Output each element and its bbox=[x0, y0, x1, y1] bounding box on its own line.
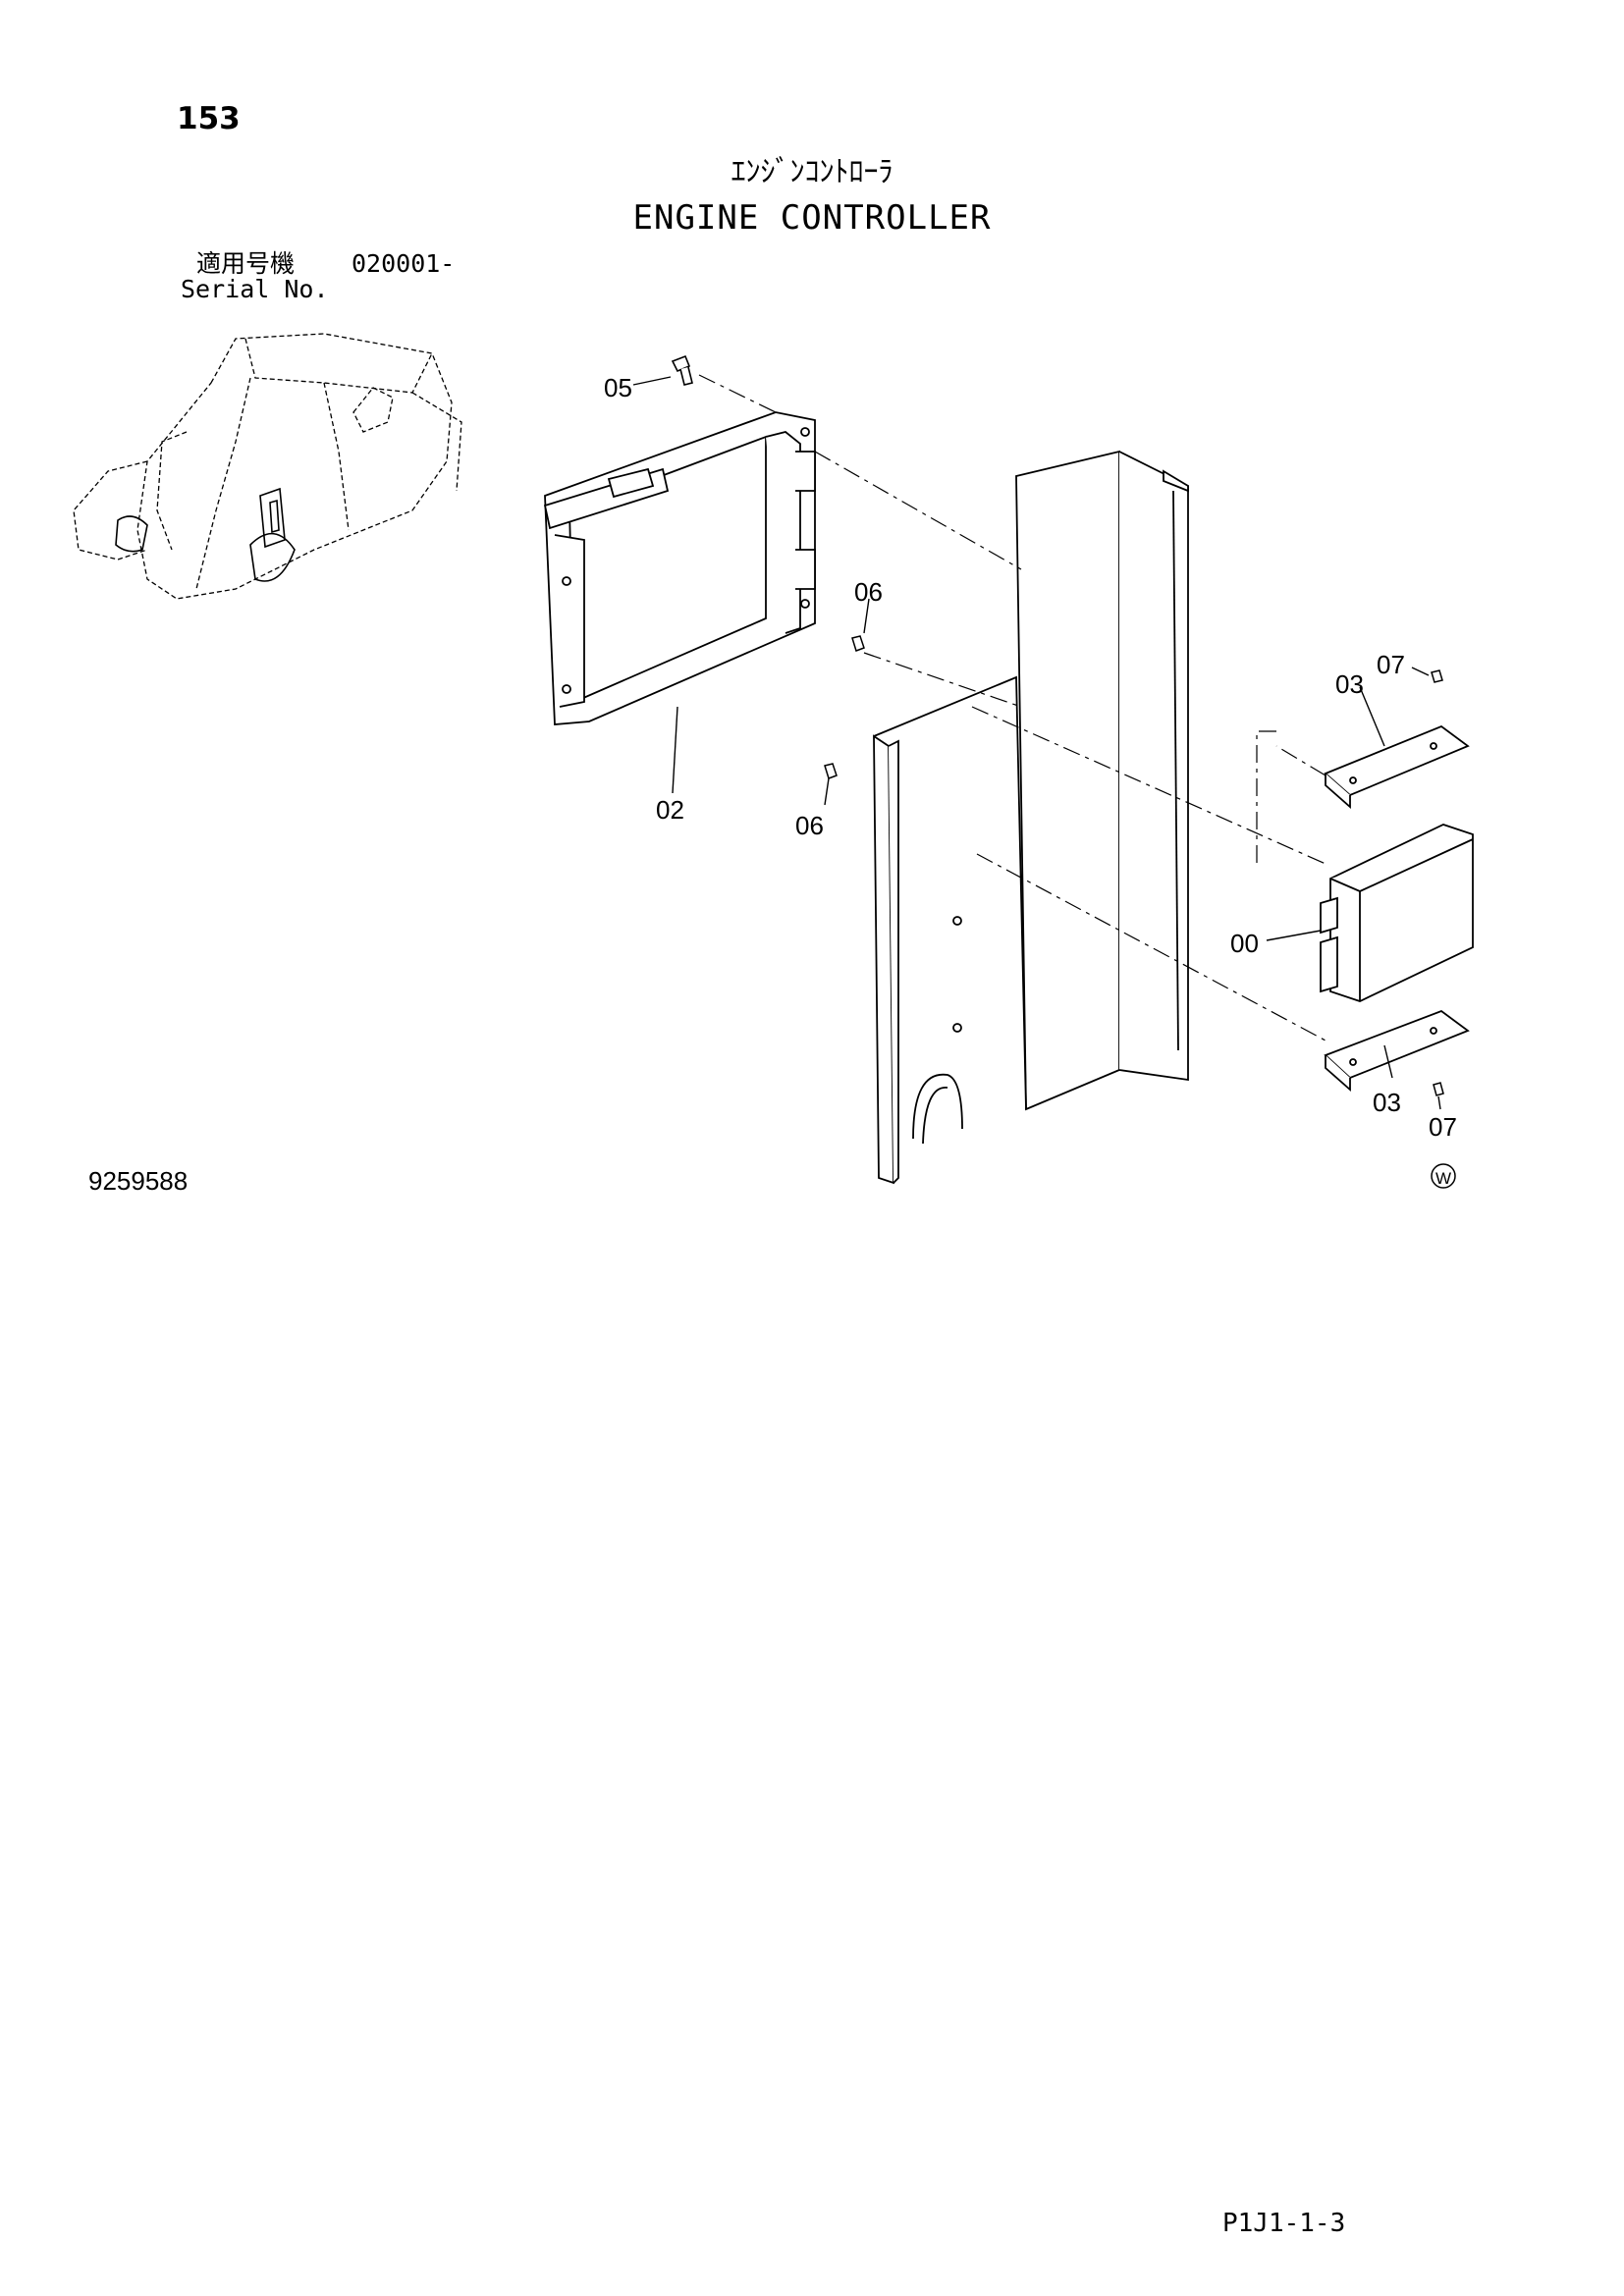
circled-w-icon: W bbox=[1431, 1163, 1456, 1189]
callout-02: 02 bbox=[656, 795, 684, 825]
bolt-icon bbox=[671, 354, 693, 386]
callout-07-top: 07 bbox=[1377, 650, 1405, 679]
callout-05: 05 bbox=[604, 373, 632, 402]
callout-00: 00 bbox=[1230, 929, 1259, 958]
screw-icon bbox=[824, 635, 1444, 1096]
page-code: P1J1-1-3 bbox=[1222, 2209, 1346, 2238]
controller-bracket-bottom bbox=[1324, 1009, 1470, 1092]
serial-range: 020001- bbox=[352, 249, 456, 278]
serial-label: Serial No. bbox=[181, 275, 329, 303]
callout-03-bottom: 03 bbox=[1373, 1088, 1401, 1117]
page-number: 153 bbox=[177, 101, 241, 136]
controller-bracket-top bbox=[1324, 724, 1470, 809]
svg-text:W: W bbox=[1435, 1169, 1451, 1188]
machine-overview-detail bbox=[115, 487, 296, 582]
callout-06-bottom: 06 bbox=[795, 811, 824, 840]
page-title-japanese: ｴﾝｼﾞﾝｺﾝﾄﾛｰﾗ bbox=[731, 155, 893, 189]
callout-06-top: 06 bbox=[854, 577, 883, 607]
serial-label-japanese: 適用号機 bbox=[196, 249, 296, 278]
mounting-plate bbox=[873, 450, 1189, 1185]
engine-controller-unit bbox=[1320, 824, 1474, 1002]
drawing-number: 9259588 bbox=[88, 1166, 189, 1196]
callout-03-top: 03 bbox=[1335, 669, 1364, 699]
callout-07-bottom: 07 bbox=[1429, 1112, 1457, 1142]
exploded-parts-diagram: 05 06 02 06 03 07 00 03 07 W bbox=[73, 333, 1474, 1189]
machine-overview-icon bbox=[73, 333, 462, 600]
page-title: ENGINE CONTROLLER bbox=[632, 198, 992, 238]
assembly-guide-lines bbox=[698, 374, 1326, 1041]
callout-leaders bbox=[632, 376, 1441, 1110]
controller-frame bbox=[543, 411, 816, 725]
